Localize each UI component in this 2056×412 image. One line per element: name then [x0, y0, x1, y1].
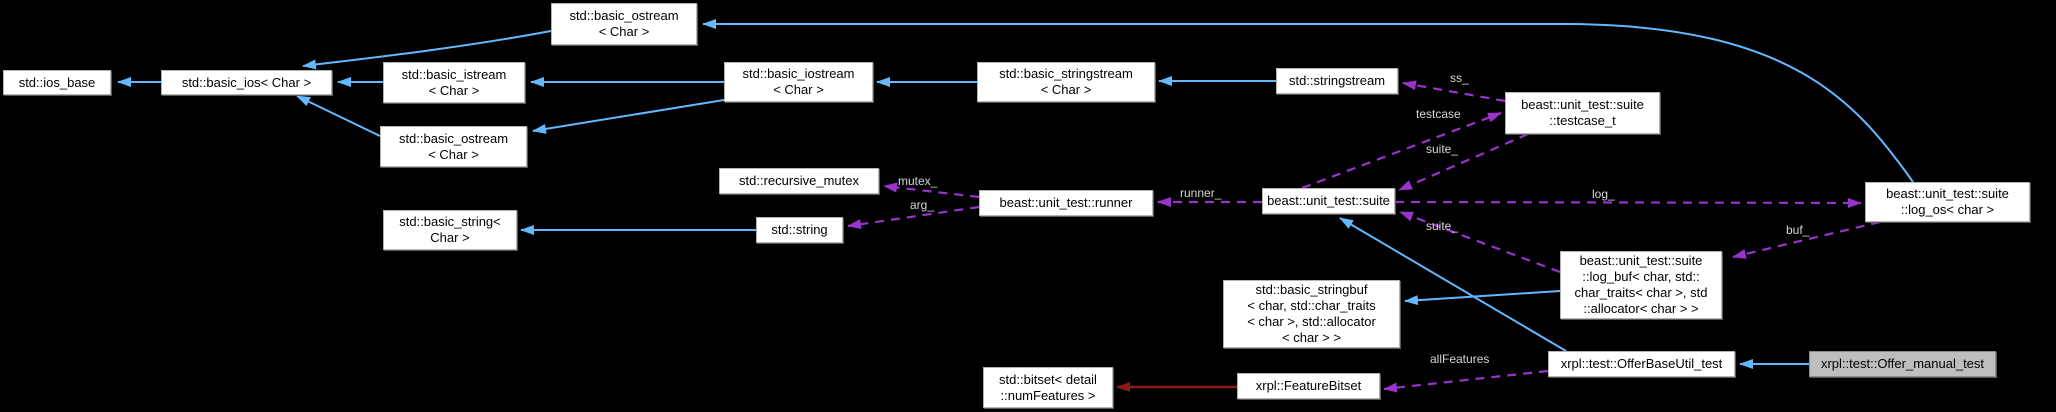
- node-std-string[interactable]: std::string: [756, 217, 843, 243]
- node-log-buf[interactable]: beast::unit_test::suite ::log_buf< char,…: [1560, 251, 1722, 319]
- node-std-basic-stringbuf[interactable]: std::basic_stringbuf < char, std::char_t…: [1223, 280, 1400, 348]
- node-std-recursive-mutex[interactable]: std::recursive_mutex: [719, 168, 879, 194]
- edge-label-suite-upper: suite_: [1426, 142, 1459, 156]
- node-unit-test-runner[interactable]: beast::unit_test::runner: [979, 190, 1153, 216]
- edge-suite-logos: [1394, 197, 1862, 208]
- node-std-basic-ostream-top[interactable]: std::basic_ostream < Char >: [551, 3, 697, 45]
- edge-logbuf-to-basicstringbuf: [1404, 290, 1561, 306]
- edge-logos-to-ostreamtop: [702, 19, 1914, 183]
- edge-label-ss: ss_: [1450, 71, 1469, 85]
- node-log-os[interactable]: beast::unit_test::suite ::log_os< char >: [1865, 182, 2030, 222]
- edge-label-testcase: testcase: [1416, 107, 1461, 121]
- node-std-stringstream[interactable]: std::stringstream: [1276, 68, 1398, 94]
- edge-runner-arg: [847, 205, 980, 230]
- node-unit-test-suite[interactable]: beast::unit_test::suite: [1262, 188, 1395, 214]
- edge-testcaset-suite: [1398, 132, 1529, 192]
- node-std-bitset[interactable]: std::bitset< detail ::numFeatures >: [983, 367, 1113, 408]
- edge-testcaset-ss: [1402, 80, 1506, 103]
- node-offer-base-util-test[interactable]: xrpl::test::OfferBaseUtil_test: [1548, 351, 1735, 377]
- edge-label-runner: runner_: [1180, 186, 1222, 200]
- node-std-basic-iostream[interactable]: std::basic_iostream < Char >: [724, 62, 873, 102]
- node-std-basic-ostream-mid[interactable]: std::basic_ostream < Char >: [380, 126, 527, 167]
- edge-ostreammid-to-basicios: [296, 95, 381, 137]
- edge-offerbase-to-suite: [1339, 217, 1567, 352]
- edge-offerbase-allfeatures: [1383, 369, 1549, 393]
- edge-suite-testcase: [1301, 111, 1502, 190]
- edge-label-log: log_: [1592, 187, 1615, 201]
- edge-ostreamtop-to-basicios: [302, 30, 552, 70]
- node-std-basic-ios[interactable]: std::basic_ios< Char >: [161, 70, 332, 95]
- edge-label-allfeatures: allFeatures: [1430, 352, 1490, 366]
- node-std-basic-string[interactable]: std::basic_string< Char >: [383, 210, 517, 250]
- node-std-basic-stringstream[interactable]: std::basic_stringstream < Char >: [977, 62, 1155, 102]
- edge-iostream-to-ostreammid: [532, 99, 725, 134]
- node-std-basic-istream[interactable]: std::basic_istream < Char >: [383, 62, 525, 103]
- node-feature-bitset[interactable]: xrpl::FeatureBitset: [1237, 373, 1380, 399]
- edge-label-arg: arg_: [910, 198, 935, 212]
- node-std-ios-base[interactable]: std::ios_base: [3, 70, 111, 95]
- node-testcase-t[interactable]: beast::unit_test::suite ::testcase_t: [1505, 92, 1660, 134]
- edge-label-suite-lower: suite_: [1426, 219, 1459, 233]
- node-offer-manual-test: xrpl::test::Offer_manual_test: [1809, 351, 1996, 377]
- edge-label-mutex: mutex_: [898, 174, 938, 188]
- edge-logbuf-suite: [1399, 210, 1561, 274]
- edge-label-buf: buf_: [1786, 223, 1810, 237]
